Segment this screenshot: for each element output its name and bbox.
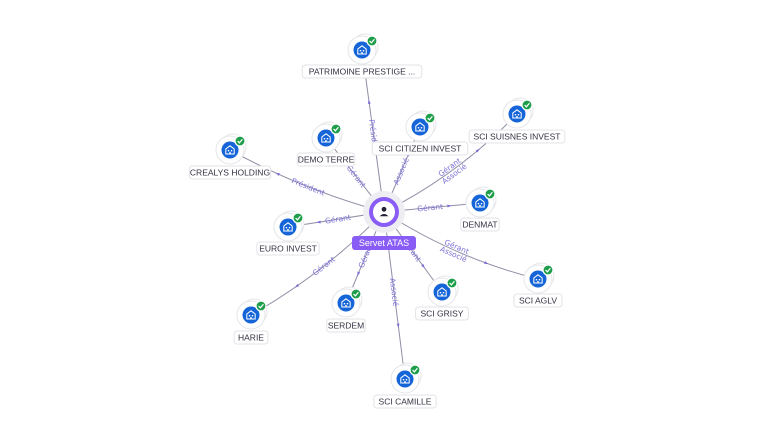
company-node-crealys[interactable]: CREALYS HOLDING xyxy=(188,133,272,180)
node-label: CREALYS HOLDING xyxy=(190,167,270,177)
node-label: EURO INVEST xyxy=(259,243,317,253)
node-label-background xyxy=(460,217,500,232)
building-icon xyxy=(512,109,522,119)
node-label-background xyxy=(188,165,272,180)
company-node-demo-terre[interactable]: DEMO TERRE xyxy=(296,121,356,167)
building-icon xyxy=(225,145,235,155)
verified-check-icon xyxy=(446,277,458,289)
node-label: DENMAT xyxy=(462,219,497,229)
verified-check-icon xyxy=(330,123,342,135)
edge-arrow xyxy=(275,172,280,176)
edge-label: Gérant xyxy=(324,213,351,226)
company-node-denmat[interactable]: DENMAT xyxy=(460,186,500,232)
node-label: SERDEM xyxy=(328,320,364,330)
company-node-serdem[interactable]: SERDEM xyxy=(326,286,366,333)
node-label: SCI GRISY xyxy=(421,308,464,318)
verified-check-icon xyxy=(350,288,362,300)
edge-label: Gérant xyxy=(345,164,368,190)
company-node-euro-invest[interactable]: EURO INVEST xyxy=(256,210,320,256)
edge-label: Associé xyxy=(388,278,401,308)
center-person-node[interactable]: Servet ATAS xyxy=(352,191,416,250)
verified-check-icon xyxy=(234,135,246,147)
edge-label: Gérant xyxy=(417,202,444,213)
edge-arrow xyxy=(316,220,321,224)
node-label: DEMO TERRE xyxy=(298,154,355,164)
company-node-harie[interactable]: HARIE xyxy=(233,298,269,345)
center-inner xyxy=(373,201,395,223)
node-label-background xyxy=(256,241,320,256)
edge-arrow xyxy=(357,271,361,277)
verified-check-icon xyxy=(366,35,378,47)
building-icon xyxy=(533,274,543,284)
node-label-background xyxy=(371,141,469,156)
verified-check-icon xyxy=(521,99,533,111)
edge-arrow xyxy=(367,99,371,104)
company-node-sci-grisy[interactable]: SCI GRISY xyxy=(415,275,469,321)
person-icon xyxy=(379,206,389,217)
edge-label: Gérant xyxy=(311,255,337,278)
company-node-sci-suisnes[interactable]: SCI SUISNES INVEST xyxy=(468,97,566,144)
edge-arrow xyxy=(421,264,425,269)
verified-check-icon xyxy=(255,300,267,312)
building-icon xyxy=(246,310,256,320)
node-label-background xyxy=(326,318,366,333)
node-label: PATRIMOINE PRESTIGE ... xyxy=(309,66,415,76)
edge-arrow xyxy=(475,148,480,153)
node-label: SCI SUISNES INVEST xyxy=(474,131,561,141)
node-label-background xyxy=(301,64,423,79)
edge-arrow xyxy=(447,204,452,208)
node-label-background xyxy=(415,306,469,321)
edge-arrow xyxy=(396,323,400,328)
edge-arrow xyxy=(294,283,300,288)
node-label-background xyxy=(373,394,437,409)
building-icon xyxy=(341,298,351,308)
verified-check-icon xyxy=(542,264,554,276)
company-node-sci-camille[interactable]: SCI CAMILLE xyxy=(373,362,437,409)
edge-label: Président xyxy=(290,176,326,197)
verified-check-icon xyxy=(409,364,421,376)
verified-check-icon xyxy=(292,212,304,224)
company-node-sci-aglv[interactable]: SCI AGLV xyxy=(513,262,563,308)
building-icon xyxy=(475,198,485,208)
company-node-patrimoine[interactable]: PATRIMOINE PRESTIGE ... xyxy=(301,33,423,79)
building-icon xyxy=(283,222,293,232)
node-label: SCI AGLV xyxy=(519,295,557,305)
edge-arrow xyxy=(483,261,489,265)
edge-label: Associé xyxy=(392,156,411,186)
node-label: SCI CITIZEN INVEST xyxy=(379,143,462,153)
building-icon xyxy=(321,133,331,143)
node-label-background xyxy=(513,293,563,308)
company-node-sci-citizen[interactable]: SCI CITIZEN INVEST xyxy=(371,110,469,156)
node-label-background xyxy=(233,330,269,345)
node-label-background xyxy=(468,129,566,144)
building-icon xyxy=(400,374,410,384)
node-label: SCI CAMILLE xyxy=(379,396,432,406)
nodes-layer: PATRIMOINE PRESTIGE ... SCI CITIZEN INVES… xyxy=(188,33,566,409)
center-label-background xyxy=(352,236,416,250)
node-label-background xyxy=(296,152,356,167)
verified-check-icon xyxy=(484,188,496,200)
center-label: Servet ATAS xyxy=(359,238,409,248)
building-icon xyxy=(415,122,425,132)
building-icon xyxy=(357,45,367,55)
node-label: HARIE xyxy=(238,332,264,342)
building-icon xyxy=(437,287,447,297)
verified-check-icon xyxy=(424,112,436,124)
